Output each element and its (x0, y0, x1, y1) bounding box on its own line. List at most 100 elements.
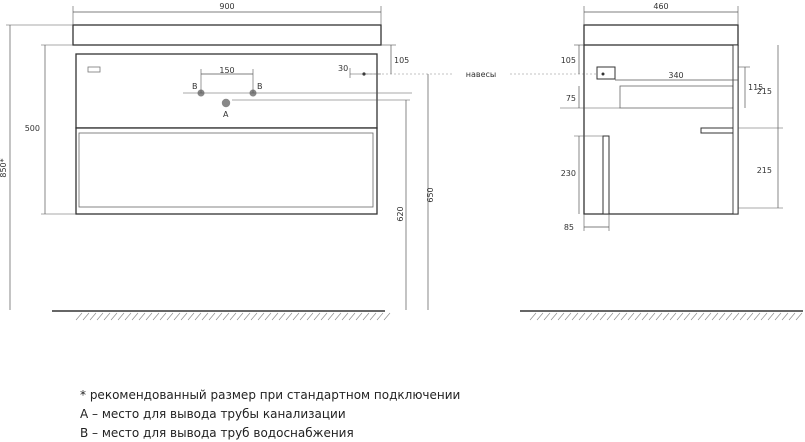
dim-85-text: 85 (564, 223, 574, 232)
dim-850-text: 850* (0, 158, 8, 177)
dim-900-text: 900 (219, 2, 234, 11)
floor-hatch-stroke (690, 312, 698, 321)
floor-hatch-stroke (676, 312, 684, 321)
floor-hatch-stroke (257, 312, 265, 321)
floor-hatch-stroke (697, 312, 705, 321)
front-shelf-inner (78, 132, 374, 208)
floor-hatch-stroke (124, 312, 132, 321)
floor-hatch-stroke (739, 312, 747, 321)
pipe-a (221, 98, 231, 108)
floor-hatch-stroke (592, 312, 600, 321)
dim-75-text: 75 (566, 94, 576, 103)
floor-hatch-stroke (369, 312, 377, 321)
floor-hatch-stroke (96, 312, 104, 321)
dim-340-text: 340 (668, 71, 683, 80)
dim-115-text: 115 (748, 83, 763, 92)
floor-hatch-stroke (292, 312, 300, 321)
floor-hatch-stroke (173, 312, 181, 321)
front-top-drawer (75, 53, 378, 129)
dim-215-upper-text: 215 (757, 87, 772, 96)
floor-hatch-stroke (564, 312, 572, 321)
floor-hatch-stroke (278, 312, 286, 321)
floor-hatch-stroke (571, 312, 579, 321)
floor-hatch-stroke (327, 312, 335, 321)
dim-650-text: 650 (426, 187, 435, 202)
floor-hatch-stroke (222, 312, 230, 321)
floor-hatch-stroke (655, 312, 663, 321)
side-view: 460 105 340 75 115 215 215 230 85 (520, 2, 803, 321)
floor-hatch-stroke (550, 312, 558, 321)
floor-hatch-stroke (606, 312, 614, 321)
floor-hatch-stroke (362, 312, 370, 321)
floor-hatch-stroke (767, 312, 775, 321)
floor-hatch-stroke (788, 312, 796, 321)
dim-30-text: 30 (338, 64, 348, 73)
floor-hatch-stroke (334, 312, 342, 321)
floor-hatch-stroke (250, 312, 258, 321)
dim-105-front-text: 105 (394, 56, 409, 65)
floor-hatch-stroke (383, 312, 391, 321)
floor-hatch-stroke (725, 312, 733, 321)
floor-hatch-stroke (187, 312, 195, 321)
floor-hatch-stroke (215, 312, 223, 321)
side-floor-hatch (529, 312, 803, 321)
floor-hatch-stroke (299, 312, 307, 321)
floor-hatch-stroke (795, 312, 803, 321)
dim-105-side-text: 105 (561, 56, 576, 65)
floor-hatch-stroke (753, 312, 761, 321)
side-toe-panel (602, 135, 610, 215)
dim-460-text: 460 (653, 2, 668, 11)
floor-hatch-stroke (732, 312, 740, 321)
floor-hatch-stroke (376, 312, 384, 321)
floor-hatch-stroke (264, 312, 272, 321)
floor-hatch-stroke (243, 312, 251, 321)
floor-hatch-stroke (355, 312, 363, 321)
pipe-b-right-label: B (257, 82, 263, 91)
floor-hatch-stroke (341, 312, 349, 321)
floor-hatch-stroke (131, 312, 139, 321)
floor-hatch-stroke (627, 312, 635, 321)
note-pipe-a: А – место для вывода трубы канализации (80, 407, 346, 421)
floor-hatch-stroke (711, 312, 719, 321)
floor-hatch-stroke (82, 312, 90, 321)
floor-hatch-stroke (620, 312, 628, 321)
floor-hatch-stroke (75, 312, 83, 321)
front-countertop (72, 24, 382, 46)
floor-hatch-stroke (152, 312, 160, 321)
front-handle (87, 66, 101, 73)
floor-hatch-stroke (236, 312, 244, 321)
floor-hatch-stroke (578, 312, 586, 321)
floor-hatch-stroke (746, 312, 754, 321)
floor-hatch-stroke (704, 312, 712, 321)
floor-hatch-stroke (285, 312, 293, 321)
floor-hatch-stroke (117, 312, 125, 321)
side-countertop (583, 24, 739, 46)
dim-230-text: 230 (561, 169, 576, 178)
floor-hatch-stroke (613, 312, 621, 321)
dim-150-text: 150 (219, 66, 234, 75)
floor-hatch-stroke (648, 312, 656, 321)
dim-500-text: 500 (25, 124, 40, 133)
floor-hatch-stroke (634, 312, 642, 321)
floor-hatch-stroke (166, 312, 174, 321)
floor-hatch-stroke (718, 312, 726, 321)
floor-hatch-stroke (641, 312, 649, 321)
floor-hatch-stroke (320, 312, 328, 321)
side-shelf (700, 127, 739, 134)
floor-hatch-stroke (103, 312, 111, 321)
side-hook-bracket (596, 66, 616, 80)
hooks-label: навесы (466, 70, 496, 79)
floor-hatch-stroke (89, 312, 97, 321)
dim-620-text: 620 (396, 206, 405, 221)
floor-hatch-stroke (781, 312, 789, 321)
floor-hatch-stroke (536, 312, 544, 321)
side-hook-point (601, 72, 605, 76)
floor-hatch-stroke (138, 312, 146, 321)
pipe-b-left-label: B (192, 82, 198, 91)
floor-hatch-stroke (208, 312, 216, 321)
front-view: 900 850* 500 650 620 105 30 150 B B A (0, 2, 435, 321)
side-drawer (619, 85, 734, 109)
floor-hatch-stroke (774, 312, 782, 321)
dim-215-lower-text: 215 (757, 166, 772, 175)
